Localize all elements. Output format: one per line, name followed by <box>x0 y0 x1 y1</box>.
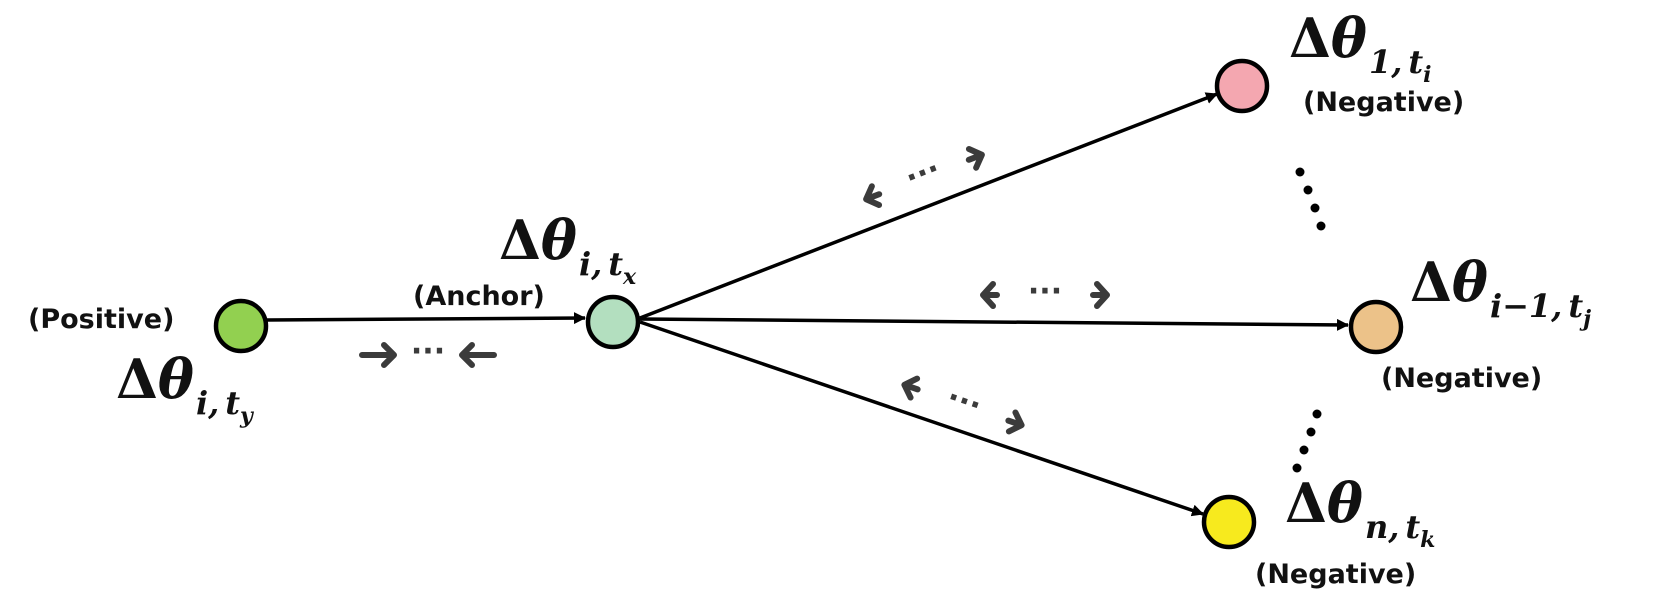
repel-arrows-bottom: ··· <box>901 375 1025 435</box>
negative-bottom-label: (Negative) <box>1255 559 1416 590</box>
theta-symbol: θ <box>1452 250 1488 314</box>
anchor-label: (Anchor) <box>413 281 545 312</box>
delta-symbol: Δ <box>1289 6 1331 70</box>
negative-bottom-math: Δθn,tk <box>1285 471 1435 553</box>
anchor-math: Δθi,tx <box>499 208 637 290</box>
right-arrow-icon <box>359 342 397 368</box>
theta-symbol: θ <box>1331 6 1367 70</box>
repel-arrows-top: ··· <box>863 146 985 208</box>
sub-sub: k <box>1420 527 1435 553</box>
sub-var: t <box>1568 287 1583 325</box>
negative-top-math: Δθ1,ti <box>1289 6 1431 88</box>
sub-sub: i <box>1423 62 1431 88</box>
theta-symbol: θ <box>1327 471 1363 535</box>
attract-arrows: ··· <box>359 334 497 369</box>
repel-top-ellipsis: ··· <box>901 151 945 196</box>
attract-ellipsis: ··· <box>411 334 445 369</box>
negative-node-i-minus-1 <box>1348 299 1404 355</box>
anchor-negative-bottom-link <box>627 312 1204 517</box>
sub-var: t <box>1408 43 1423 81</box>
delta-symbol: Δ <box>499 208 541 272</box>
sub-sub: x <box>622 264 637 290</box>
left-arrow-icon <box>459 342 497 368</box>
negative-node-n <box>1201 494 1257 550</box>
theta-symbol: θ <box>541 208 577 272</box>
connection-lines <box>255 92 1349 517</box>
positive-label: (Positive) <box>28 304 174 335</box>
delta-symbol: Δ <box>116 347 158 411</box>
double-arrow-icon <box>863 146 985 208</box>
double-arrow-icon <box>980 281 1110 309</box>
vertical-ellipsis-lower <box>1292 409 1322 473</box>
subscript: i−1, <box>1490 287 1562 325</box>
negative-mid-label: (Negative) <box>1381 363 1542 394</box>
subscript: n, <box>1365 508 1399 546</box>
subscript: i, <box>579 245 602 283</box>
anchor-node <box>585 294 641 350</box>
negative-node-1 <box>1214 58 1270 114</box>
repel-mid-ellipsis: ··· <box>1028 274 1062 309</box>
anchor-positive-link <box>255 312 586 327</box>
anchor-negative-top-link <box>627 92 1218 328</box>
sub-sub: y <box>239 403 255 429</box>
sub-var: t <box>225 384 240 422</box>
sub-var: t <box>1405 508 1420 546</box>
delta-symbol: Δ <box>1410 250 1452 314</box>
double-arrow-icon <box>901 375 1025 435</box>
repel-bottom-ellipsis: ··· <box>942 380 986 424</box>
positive-math: Δθi,ty <box>116 347 255 429</box>
delta-symbol: Δ <box>1285 471 1327 535</box>
anchor-negative-mid-link <box>628 312 1349 331</box>
theta-symbol: θ <box>158 347 194 411</box>
negative-mid-math: Δθi−1,tj <box>1410 250 1591 332</box>
repel-arrows-mid: ··· <box>980 274 1110 309</box>
subscript: 1, <box>1369 43 1402 81</box>
vertical-ellipsis-upper <box>1295 167 1326 231</box>
positive-node <box>213 298 269 354</box>
negative-top-label: (Negative) <box>1303 87 1464 118</box>
subscript: i, <box>196 384 219 422</box>
sub-var: t <box>608 245 623 283</box>
